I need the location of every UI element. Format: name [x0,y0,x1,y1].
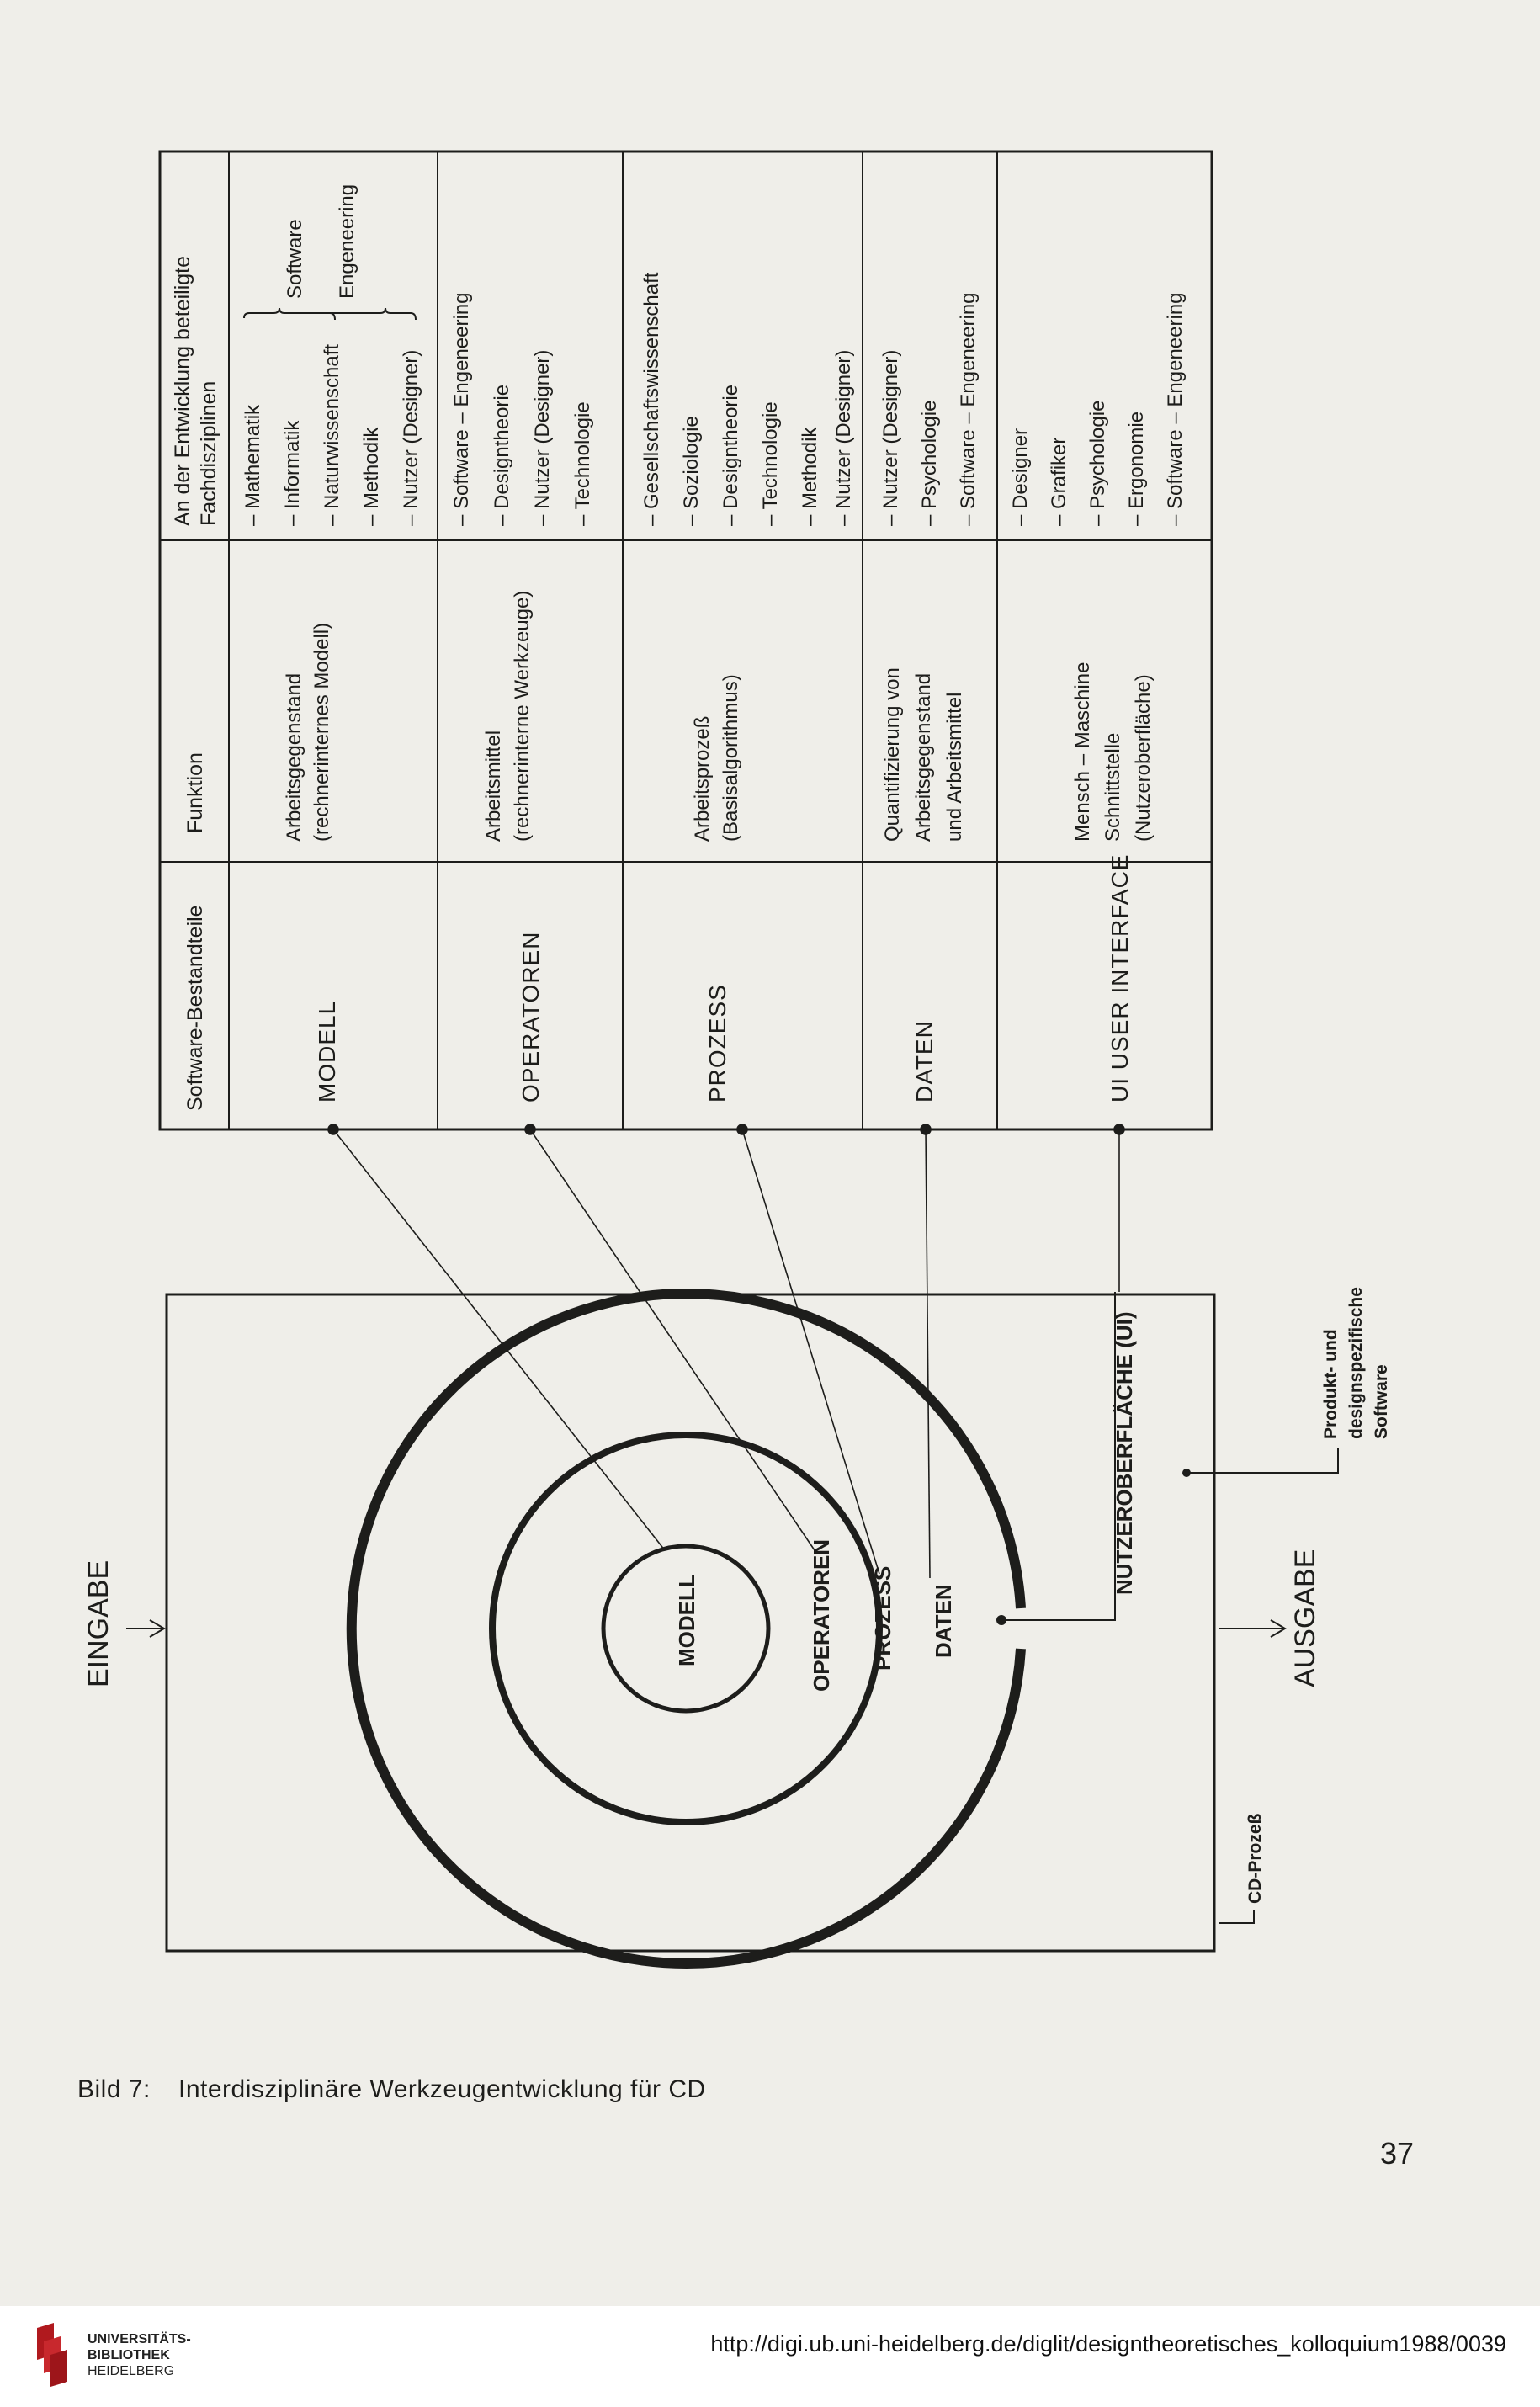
row-component-daten: DATEN [911,1020,937,1103]
input-label: EINGABE [82,1560,114,1687]
row-component-prozess: PROZESS [704,984,730,1103]
caption-label: Bild 7: [77,2075,151,2103]
header-disciplines-1: An der Entwicklung beteiligte [171,256,194,526]
page-number: 37 [1380,2136,1415,2171]
row-discipline: – Designtheorie [491,385,513,526]
ring-label-process: PROZESS [870,1566,895,1671]
row-discipline: – Naturwissenschaft [321,344,343,526]
ring-label-model: MODELL [674,1574,699,1666]
row-discipline: – Soziologie [680,416,703,526]
cd-process-label: CD-Prozeß [1245,1813,1265,1904]
brace-label-software: Software [284,219,306,299]
row-discipline: – Gesellschaftswissenschaft [640,272,663,526]
brace-engeneering [330,307,417,321]
header-components: Software-Bestandteile [183,905,207,1111]
row-component-modell: MODELL [314,1001,340,1103]
header-disciplines-2: Fachdisziplinen [197,381,220,526]
row-function-line: (rechnerinterne Werkzeuge) [511,591,534,842]
component-table [158,150,1213,1131]
row-discipline: – Methodik [799,427,821,526]
row-discipline: – Psychologie [918,401,941,526]
figure-7: Software-Bestandteile Funktion An der En… [82,150,1391,1969]
brace-software [243,307,336,321]
ring-operators [489,1432,883,1825]
row-discipline: – Software – Engeneering [1164,292,1187,526]
connector-lines [327,1124,1125,1579]
row-component-ui: UI USER INTERFACE [1107,854,1133,1103]
row-function-line: Arbeitsgegenstand [283,673,305,842]
row-function-line: (rechnerinternes Modell) [311,623,333,842]
row-function-line: Arbeitsmittel [482,731,505,842]
row-function-line: Quantifizierung von [881,667,904,842]
row-function-line: (Nutzeroberfläche) [1132,674,1155,842]
scanned-page: Software-Bestandteile Funktion An der En… [77,150,1415,2171]
row-component-operatoren: OPERATOREN [518,932,544,1103]
row-discipline: – Nutzer (Designer) [531,350,554,526]
library-name-line: UNIVERSITÄTS- [88,2332,191,2346]
table-border [158,150,1213,1131]
row-discipline: – Technologie [759,401,782,526]
cd-process-diagram [126,1289,1339,1969]
library-logo-icon [37,2323,67,2387]
row-discipline: – Technologie [571,401,594,526]
source-url-link[interactable]: http://digi.ub.uni-heidelberg.de/diglit/… [710,2331,1506,2357]
brace-label-engeneering: Engeneering [336,184,358,299]
row-function-line: (Basisalgorithmus) [720,674,742,842]
side-label-line: Produkt- und [1321,1329,1341,1439]
row-function-line: Mensch – Maschine [1071,662,1094,842]
row-discipline: – Designtheorie [720,385,742,526]
ring-label-ui: NUTZEROBERFLÄCHE (UI) [1112,1311,1137,1595]
side-label-line: designspezifische [1346,1287,1366,1439]
row-discipline: – Methodik [360,427,383,526]
library-name: UNIVERSITÄTS- BIBLIOTHEK HEIDELBERG [88,2331,191,2379]
library-footer: UNIVERSITÄTS- BIBLIOTHEK HEIDELBERG http… [0,2306,1540,2407]
library-name-line: HEIDELBERG [88,2364,175,2378]
ring-label-operators: OPERATOREN [809,1539,834,1692]
figure-caption: Bild 7: Interdisziplinäre Werkzeugentwick… [77,2075,706,2104]
row-discipline: – Ergonomie [1125,412,1148,526]
library-name-line: BIBLIOTHEK [88,2348,170,2362]
side-label-line: Software [1372,1364,1391,1439]
row-discipline: – Software – Engeneering [450,292,473,526]
row-function-line: Schnittstelle [1102,733,1124,842]
row-discipline: – Nutzer (Designer) [400,350,422,526]
ring-label-data: DATEN [931,1584,956,1658]
ring-ui [346,1289,1026,1969]
row-function-line: Arbeitsprozeß [691,716,714,842]
row-discipline: – Psychologie [1086,401,1109,526]
row-discipline: – Grafiker [1048,438,1070,526]
header-function: Funktion [183,752,207,833]
row-discipline: – Informatik [281,420,304,526]
row-discipline: – Designer [1009,428,1032,526]
row-function-line: Arbeitsgegenstand [912,673,935,842]
row-function-line: und Arbeitsmittel [943,693,966,842]
row-discipline: – Software – Engeneering [957,292,980,526]
output-label: AUSGABE [1289,1549,1321,1687]
ring-model [601,1544,771,1714]
caption-text: Interdisziplinäre Werkzeugentwicklung fü… [178,2075,706,2103]
row-discipline: – Nutzer (Designer) [832,350,855,526]
row-discipline: – Nutzer (Designer) [879,350,902,526]
row-discipline: – Mathematik [242,404,264,526]
